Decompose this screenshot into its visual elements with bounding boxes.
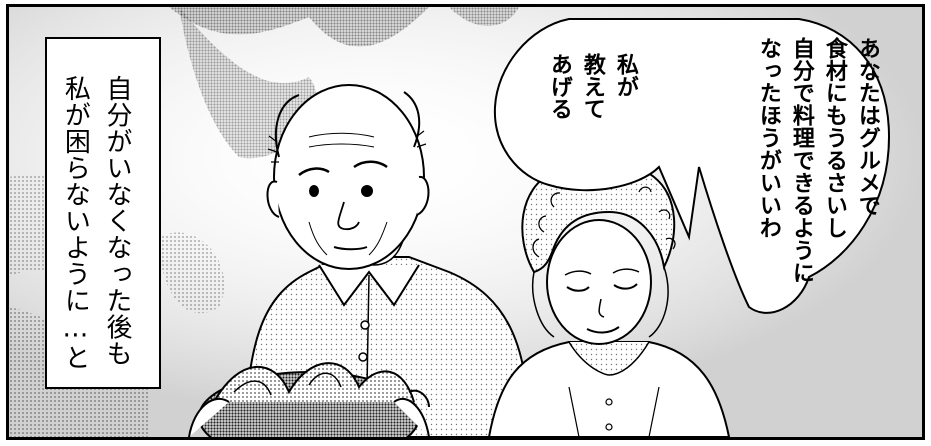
speech-line-2: 食材にもうるさいし [821,37,847,239]
spinach-basket [188,362,430,437]
narration-line-1: 自分がいなくなった後も [102,75,132,367]
speech-bubble-shape [493,18,891,314]
speech-line-1: あなたはグルメで [854,37,880,217]
narration-line-2: 私が困らないように…と [60,75,91,371]
speech-line-6: 教えて [579,53,605,121]
speech-line-4: なったほうがいいわ [755,37,781,239]
speech-line-5: 私が [612,53,638,98]
speech-line-7: あげる [546,53,572,121]
woman-figure [487,160,731,437]
narration-box: 自分がいなくなった後も 私が困らないように…と [45,37,161,389]
speech-line-3: 自分で料理できるように [788,37,814,284]
manga-panel: 自分がいなくなった後も 私が困らないように…と あなたはグルメで 食材にもうるさ… [6,4,925,440]
narration-text: 自分がいなくなった後も 私が困らないように…と [54,75,137,371]
panel-artwork [9,7,922,437]
